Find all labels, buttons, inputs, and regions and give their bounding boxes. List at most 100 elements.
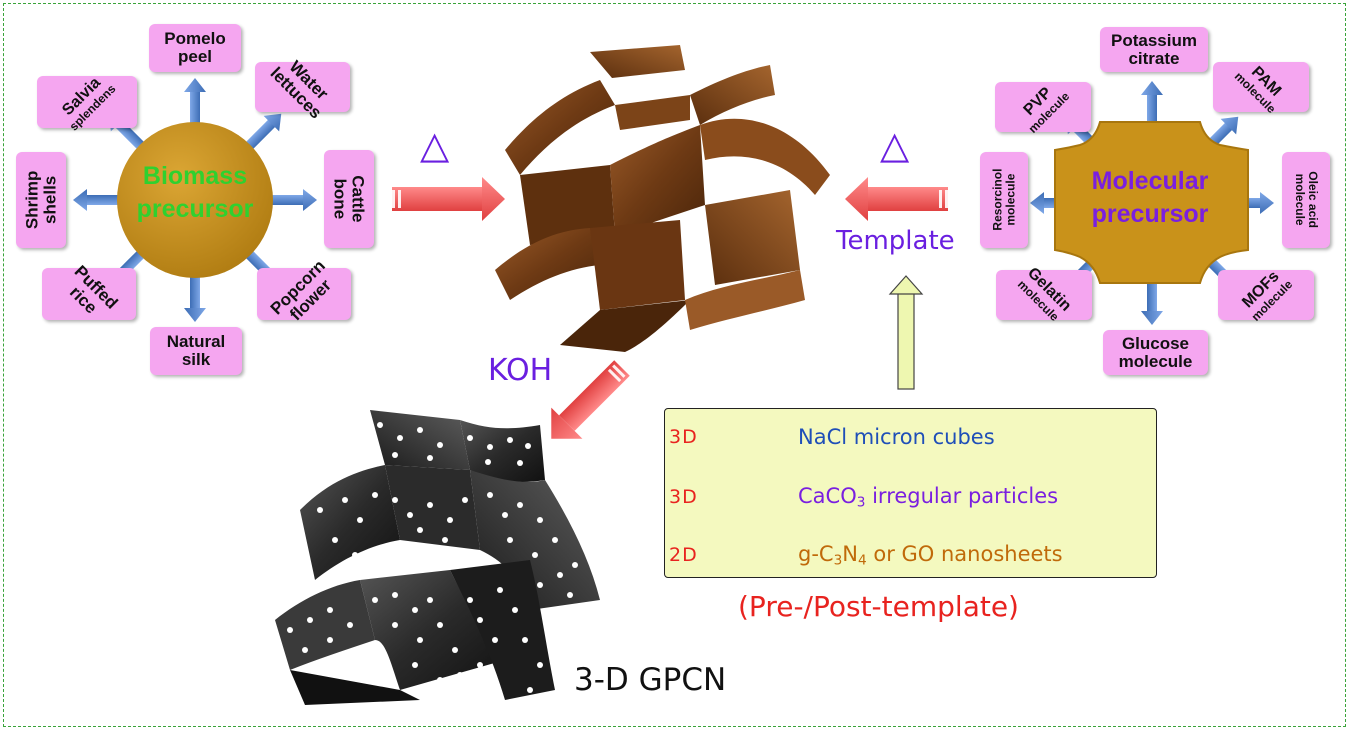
biomass-line2: precursor bbox=[136, 194, 254, 223]
pore-dot bbox=[327, 607, 333, 613]
pore-dot bbox=[392, 452, 398, 458]
dashed-frame bbox=[3, 3, 1346, 727]
biomass-center-circle bbox=[117, 122, 273, 278]
molecular-line1: Molecular bbox=[1091, 167, 1209, 195]
biomass-arrow-7 bbox=[73, 189, 125, 211]
molecular-source-box-line2: molecule bbox=[1293, 173, 1308, 227]
pore-dot bbox=[397, 435, 403, 441]
pore-dot bbox=[552, 537, 558, 543]
pore-dot bbox=[392, 497, 398, 503]
pore-dot bbox=[497, 587, 503, 593]
pore-dot bbox=[525, 443, 531, 449]
molecular-center-shape bbox=[1054, 121, 1249, 284]
pore-dot bbox=[442, 537, 448, 543]
pore-dot bbox=[572, 562, 578, 568]
black-gpcn-framework bbox=[275, 410, 600, 705]
molecular-source-box-line1: Potassium bbox=[1111, 30, 1197, 50]
pore-dot bbox=[557, 572, 563, 578]
pore-dot bbox=[507, 437, 513, 443]
pore-dot bbox=[407, 512, 413, 518]
template-label: Template bbox=[836, 226, 955, 256]
template-dim: 3D bbox=[669, 486, 698, 508]
red-arrow-molecular-to-carbon bbox=[845, 177, 948, 221]
biomass-source-box-line2: peel bbox=[177, 47, 213, 66]
template-text-part: g-C bbox=[798, 541, 834, 566]
pore-dot bbox=[417, 427, 423, 433]
pore-dot bbox=[287, 627, 293, 633]
molecular-source-box-line2: citrate bbox=[1128, 48, 1180, 68]
pore-dot bbox=[302, 647, 308, 653]
pore-dot bbox=[462, 497, 468, 503]
pre-post-template-label: (Pre-/Post-template) bbox=[738, 590, 1019, 623]
pore-dot bbox=[537, 517, 543, 523]
pore-dot bbox=[457, 672, 463, 678]
pore-dot bbox=[377, 422, 383, 428]
pore-dot bbox=[307, 617, 313, 623]
pore-dot bbox=[427, 597, 433, 603]
biomass-source-box-line2: bone bbox=[330, 178, 350, 220]
pore-dot bbox=[342, 497, 348, 503]
molecular-source-box-line1: Resorcinol bbox=[990, 168, 1005, 232]
pore-dot bbox=[347, 622, 353, 628]
biomass-line1: Biomass bbox=[142, 162, 248, 190]
pore-dot bbox=[517, 460, 523, 466]
molecular-source-box-line2: molecule bbox=[1003, 173, 1018, 227]
pore-dot bbox=[357, 517, 363, 523]
pore-dot bbox=[412, 662, 418, 668]
pore-dot bbox=[452, 647, 458, 653]
pore-dot bbox=[417, 527, 423, 533]
template-text: CaCO3 irregular particles bbox=[798, 484, 1058, 510]
pore-dot bbox=[417, 637, 423, 643]
pore-dot bbox=[447, 517, 453, 523]
pore-dot bbox=[487, 492, 493, 498]
pore-dot bbox=[532, 552, 538, 558]
template-up-arrow bbox=[888, 275, 924, 390]
pore-dot bbox=[317, 507, 323, 513]
biomass-source-box-line2: shells bbox=[40, 175, 59, 225]
biomass-source-box-line1: Cattle bbox=[348, 175, 368, 223]
biomass-arrow-5 bbox=[184, 270, 206, 322]
pore-dot bbox=[372, 492, 378, 498]
template-options-box: 3D NaCl micron cubes 3D CaCO3 irregular … bbox=[664, 408, 1157, 578]
brown-carbon-framework bbox=[495, 45, 830, 352]
template-text: g-C3N4 or GO nanosheets bbox=[798, 542, 1063, 568]
pore-dot bbox=[477, 662, 483, 668]
red-arrow-biomass-to-carbon bbox=[392, 177, 505, 221]
pore-dot bbox=[352, 552, 358, 558]
pore-dot bbox=[537, 662, 543, 668]
molecular-source-box-line1: Glucose bbox=[1121, 333, 1190, 353]
pore-dot bbox=[467, 435, 473, 441]
pore-dot bbox=[437, 442, 443, 448]
template-text-part: NaCl micron cubes bbox=[798, 425, 995, 449]
molecular-source-box-line2: molecule bbox=[1118, 351, 1193, 371]
pore-dot bbox=[517, 502, 523, 508]
red-arrow-koh bbox=[551, 360, 630, 439]
pore-dot bbox=[392, 622, 398, 628]
template-text-part: or GO nanosheets bbox=[866, 541, 1063, 566]
pore-dot bbox=[437, 677, 443, 683]
biomass-center-label: Biomass precursor bbox=[117, 160, 273, 225]
pore-dot bbox=[492, 637, 498, 643]
pore-dot bbox=[467, 597, 473, 603]
pore-dot bbox=[487, 444, 493, 450]
template-text-part: irregular particles bbox=[865, 483, 1059, 508]
molecular-line2: precursor bbox=[1091, 199, 1209, 228]
pore-dot bbox=[485, 459, 491, 465]
